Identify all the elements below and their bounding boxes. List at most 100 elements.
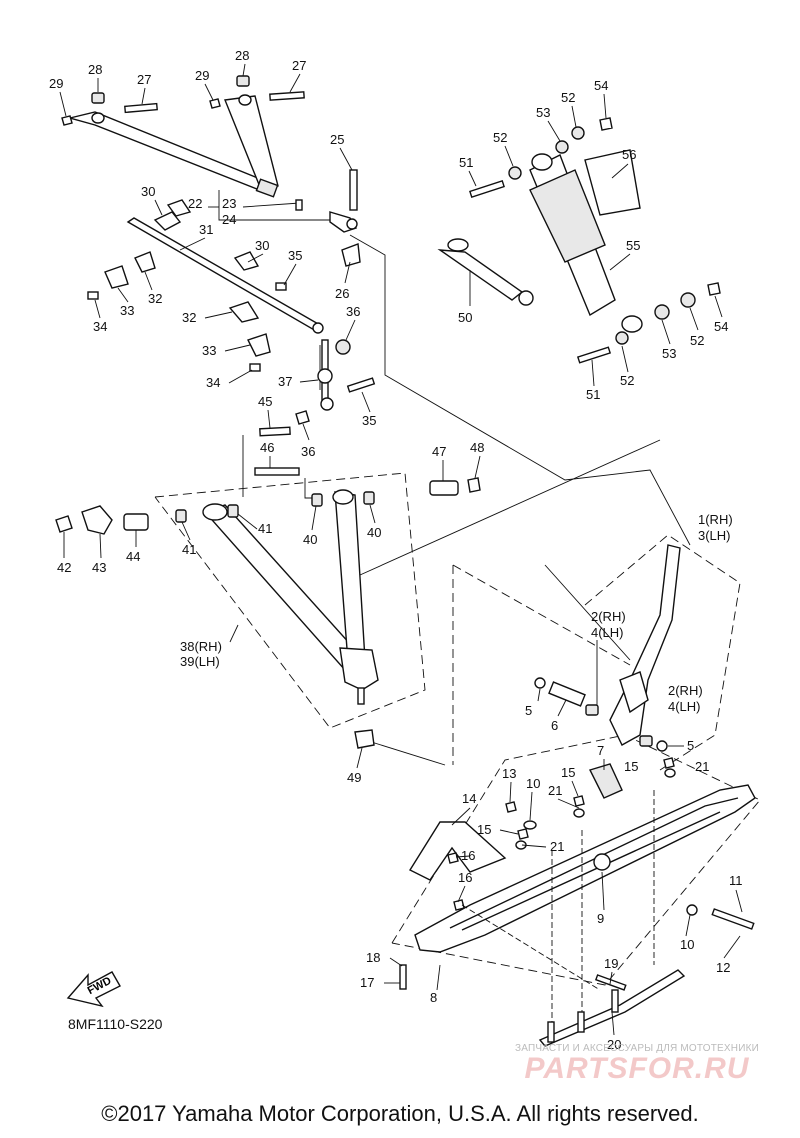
callout-16: 16 — [461, 848, 475, 863]
callout-53: 53 — [536, 105, 550, 120]
callout-15: 15 — [477, 822, 491, 837]
callout-4: 4(LH) — [668, 699, 701, 714]
callout-36: 36 — [346, 304, 360, 319]
callout-12: 12 — [716, 960, 730, 975]
runner-leaders — [461, 790, 655, 1022]
stabilizer-bar — [87, 199, 351, 372]
callout-13: 13 — [502, 766, 516, 781]
callout-10: 10 — [680, 937, 694, 952]
upper-a-arm — [67, 94, 279, 198]
callout-49: 49 — [347, 770, 361, 785]
callout-21: 21 — [695, 759, 709, 774]
callout-24: 24 — [222, 212, 236, 227]
copyright-notice: ©2017 Yamaha Motor Corporation, U.S.A. A… — [101, 1101, 699, 1126]
callout-31: 31 — [199, 222, 213, 237]
shock-absorber — [469, 117, 721, 364]
callout-52: 52 — [690, 333, 704, 348]
callout-11: 11 — [729, 873, 743, 888]
callout-10: 10 — [526, 776, 540, 791]
watermark-logo: PARTSFOR.RU — [524, 1052, 750, 1085]
callout-33: 33 — [202, 343, 216, 358]
callout-3: 3(LH) — [698, 528, 731, 543]
callout-33: 33 — [120, 303, 134, 318]
callout-54: 54 — [714, 319, 728, 334]
callout-16: 16 — [458, 870, 472, 885]
lower-a-arm — [202, 489, 379, 705]
leader-lines — [208, 190, 691, 766]
diagram-code: 8MF1110-S220 — [68, 1016, 163, 1032]
assembly-boundaries — [154, 472, 761, 986]
callout-37: 37 — [278, 374, 292, 389]
callout-21: 21 — [548, 783, 562, 798]
callout-39: 39(LH) — [180, 654, 220, 669]
watermark: ЗАПЧАСТИ И АКСЕССУАРЫ ДЛЯ МОТОТЕХНИКИ PA… — [492, 1043, 782, 1086]
callout-17: 17 — [360, 975, 374, 990]
callout-5: 5 — [687, 738, 694, 753]
callout-21: 21 — [550, 839, 564, 854]
callout-43: 43 — [92, 560, 106, 575]
callout-8: 8 — [430, 990, 437, 1005]
callout-34: 34 — [206, 375, 220, 390]
callout-40: 40 — [367, 525, 381, 540]
callout-48: 48 — [470, 440, 484, 455]
callout-34: 34 — [93, 319, 107, 334]
callout-55: 55 — [626, 238, 640, 253]
ski-fasteners — [399, 757, 755, 990]
callout-54: 54 — [594, 78, 608, 93]
callout-6: 6 — [551, 718, 558, 733]
callout-14: 14 — [462, 791, 476, 806]
callout-2: 2(RH) — [668, 683, 703, 698]
callout-56: 56 — [622, 147, 636, 162]
callout-45: 45 — [258, 394, 272, 409]
callout-7: 7 — [597, 743, 604, 758]
callout-22: 22 — [188, 196, 202, 211]
callout-29: 29 — [195, 68, 209, 83]
callout-42: 42 — [57, 560, 71, 575]
callout-36: 36 — [301, 444, 315, 459]
callout-leaders — [59, 63, 743, 1036]
callout-47: 47 — [432, 444, 446, 459]
callout-53: 53 — [662, 346, 676, 361]
spindle — [534, 544, 681, 752]
callout-52: 52 — [493, 130, 507, 145]
callout-4: 4(LH) — [591, 625, 624, 640]
callout-28: 28 — [88, 62, 102, 77]
callout-15: 15 — [561, 765, 575, 780]
stabilizer-link — [295, 339, 376, 425]
callout-5: 5 — [525, 703, 532, 718]
callout-40: 40 — [303, 532, 317, 547]
callout-30: 30 — [141, 184, 155, 199]
callout-9: 9 — [597, 911, 604, 926]
callout-1: 1(RH) — [698, 512, 733, 527]
callout-25: 25 — [330, 132, 344, 147]
callout-27: 27 — [137, 72, 151, 87]
fwd-arrow: FWD — [66, 971, 121, 1008]
callout-44: 44 — [126, 549, 140, 564]
lower-arm-fasteners — [55, 426, 481, 749]
callout-35: 35 — [288, 248, 302, 263]
callout-32: 32 — [148, 291, 162, 306]
watermark-tagline: ЗАПЧАСТИ И АКСЕССУАРЫ ДЛЯ МОТОТЕХНИКИ — [514, 1043, 760, 1054]
callout-41: 41 — [258, 521, 272, 536]
callout-52: 52 — [620, 373, 634, 388]
ball-joint-group — [295, 169, 361, 267]
callout-52: 52 — [561, 90, 575, 105]
callout-46: 46 — [260, 440, 274, 455]
callout-23: 23 — [222, 196, 236, 211]
callout-20: 20 — [607, 1037, 621, 1052]
reservoir-hose — [437, 238, 534, 306]
callout-30: 30 — [255, 238, 269, 253]
callout-29: 29 — [49, 76, 63, 91]
callout-labels: 29 28 27 29 28 27 25 30 22 23 24 31 30 3… — [49, 48, 743, 1052]
callout-51: 51 — [586, 387, 600, 402]
ski — [408, 763, 756, 953]
callout-27: 27 — [292, 58, 306, 73]
callout-2: 2(RH) — [591, 609, 626, 624]
callout-28: 28 — [235, 48, 249, 63]
callout-50: 50 — [458, 310, 472, 325]
callout-35: 35 — [362, 413, 376, 428]
callout-15: 15 — [624, 759, 638, 774]
ski-runner — [538, 969, 686, 1047]
callout-32: 32 — [182, 310, 196, 325]
callout-18: 18 — [366, 950, 380, 965]
